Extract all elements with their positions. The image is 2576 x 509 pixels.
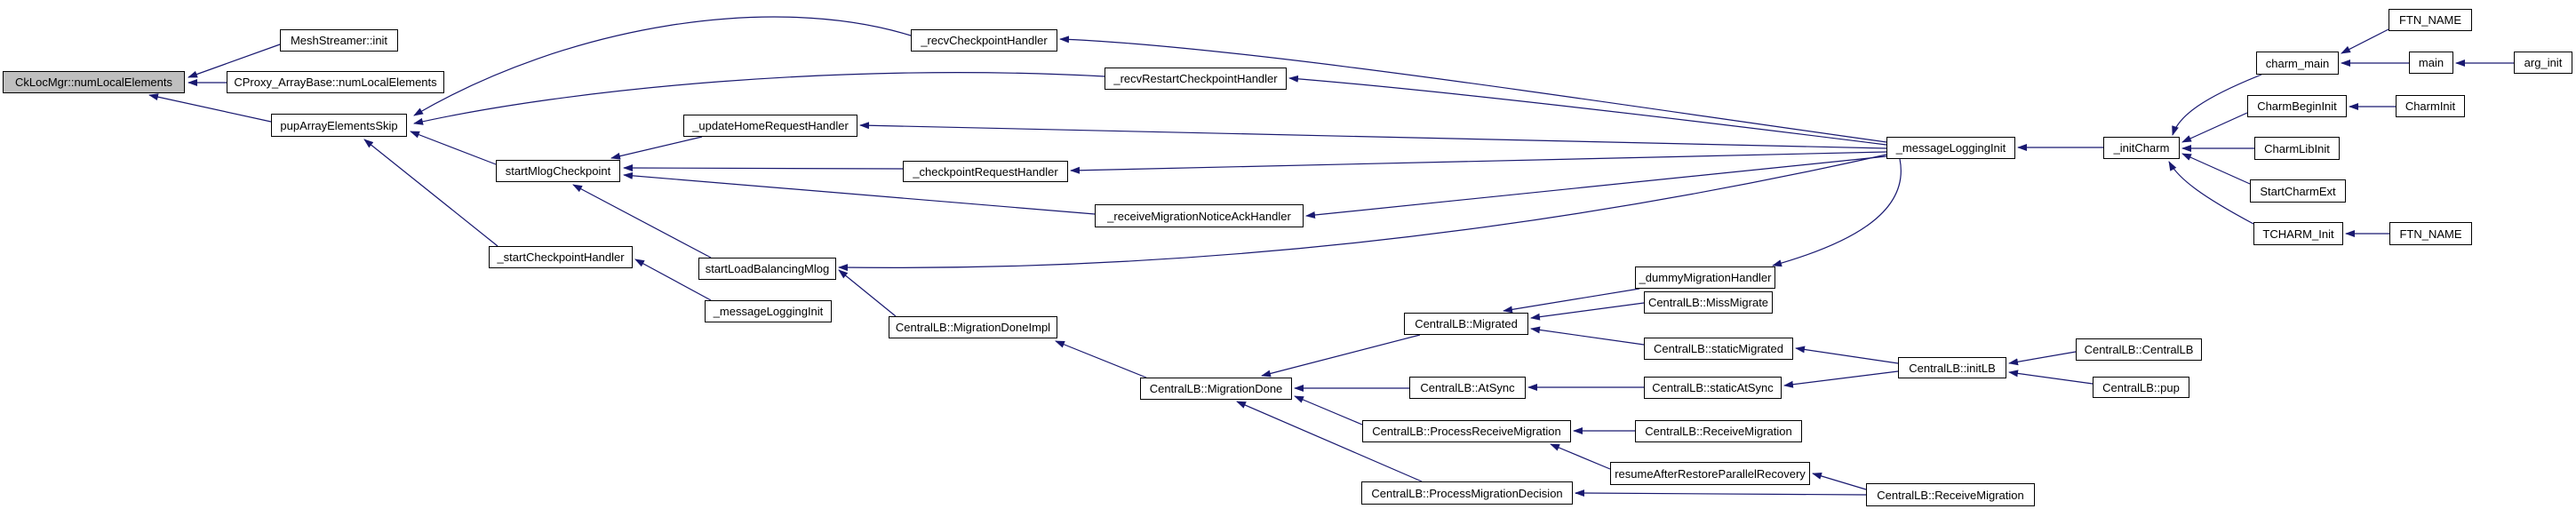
graph-edge: [1294, 395, 1363, 425]
graph-edge: [859, 122, 1887, 149]
graph-node-startcharmext[interactable]: StartCharmExt: [2250, 179, 2346, 203]
graph-edge: [2008, 351, 2077, 366]
graph-node-migrationdoneimpl[interactable]: CentralLB::MigrationDoneImpl: [889, 316, 1057, 338]
graph-edge: [623, 171, 1096, 215]
graph-node-recvcheckpointhandler[interactable]: _recvCheckpointHandler: [911, 29, 1057, 52]
graph-edge: [1575, 489, 1867, 497]
graph-node-updatehomerequesthandler[interactable]: _updateHomeRequestHandler: [683, 115, 857, 137]
graph-node-startloadbalancingmlog[interactable]: startLoadBalancingMlog: [698, 258, 836, 280]
graph-node-charminit[interactable]: CharmInit: [2396, 95, 2465, 117]
graph-node-resumeafterrestoreparallelrecovery[interactable]: resumeAfterRestoreParallelRecovery: [1610, 462, 1810, 485]
graph-edge: [2341, 28, 2389, 54]
graph-node-initcharm[interactable]: _initCharm: [2103, 137, 2180, 159]
graph-edge: [572, 184, 712, 258]
graph-edge: [2168, 161, 2254, 225]
graph-node-atsync[interactable]: CentralLB::AtSync: [1409, 377, 1526, 399]
graph-edge: [1772, 158, 1902, 267]
graph-edge: [1288, 75, 1887, 146]
graph-node-dummymigrationhandler[interactable]: _dummyMigrationHandler: [1635, 266, 1775, 289]
graph-node-receivemigrationnoticeackhandler[interactable]: _receiveMigrationNoticeAckHandler: [1095, 204, 1304, 227]
graph-node-startmlogcheckpoint[interactable]: startMlogCheckpoint: [496, 160, 620, 182]
graph-node-centrallb-pup[interactable]: CentralLB::pup: [2093, 377, 2189, 398]
graph-node-charmbegininit[interactable]: CharmBeginInit: [2247, 95, 2347, 117]
graph-edge: [1055, 340, 1147, 378]
graph-node-charm-main[interactable]: charm_main: [2256, 52, 2339, 75]
graph-node-messagelogginginit-left[interactable]: _messageLoggingInit: [705, 300, 832, 322]
graph-edge: [148, 93, 272, 123]
graph-edge: [410, 131, 497, 165]
graph-node-receivemigration-top[interactable]: CentralLB::ReceiveMigration: [1635, 420, 1802, 442]
graph-node-ftn-name-top[interactable]: FTN_NAME: [2389, 9, 2472, 31]
graph-edge: [838, 269, 897, 317]
graph-edge: [1305, 155, 1887, 219]
graph-edge: [1530, 326, 1645, 346]
graph-edge: [2181, 112, 2248, 143]
graph-node-initlb[interactable]: CentralLB::initLB: [1898, 357, 2006, 378]
graph-node-staticatsync[interactable]: CentralLB::staticAtSync: [1644, 377, 1782, 399]
graph-edge: [1795, 346, 1899, 364]
graph-edge: [1059, 36, 1887, 143]
graph-edge: [623, 164, 904, 172]
graph-edge: [2172, 74, 2262, 136]
graph-edge: [363, 139, 498, 247]
graph-edge: [413, 16, 912, 116]
graph-edge: [187, 44, 281, 78]
graph-node-startcheckpointhandler[interactable]: _startCheckpointHandler: [489, 246, 633, 268]
graph-node-messagelogginginit-right[interactable]: _messageLoggingInit: [1886, 137, 2015, 159]
graph-edge: [610, 136, 703, 160]
graph-node-cklocmgr-numlocalelements[interactable]: CkLocMgr::numLocalElements: [3, 71, 185, 93]
graph-node-checkpointrequesthandler[interactable]: _checkpointRequestHandler: [903, 161, 1068, 182]
graph-node-receivemigration-bottom[interactable]: CentralLB::ReceiveMigration: [1866, 483, 2035, 506]
graph-edge: [2008, 370, 2093, 385]
graph-edge: [1530, 302, 1645, 321]
graph-edge: [634, 258, 712, 301]
graph-node-puparrayelementsskip[interactable]: pupArrayElementsSkip: [271, 114, 407, 137]
graph-node-tcharm-init[interactable]: TCHARM_Init: [2253, 222, 2343, 245]
graph-node-charmlibinit[interactable]: CharmLibInit: [2254, 137, 2340, 160]
graph-edge: [1236, 401, 1423, 482]
graph-node-migrated[interactable]: CentralLB::Migrated: [1404, 313, 1528, 335]
graph-edge: [1070, 151, 1887, 174]
graph-edge: [2181, 153, 2251, 185]
graph-edge: [1503, 288, 1640, 314]
graph-node-meshstreamer-init[interactable]: MeshStreamer::init: [280, 29, 398, 52]
graph-node-migrationdone[interactable]: CentralLB::MigrationDone: [1140, 378, 1292, 400]
graph-edge: [413, 72, 1105, 125]
graph-edge: [1812, 473, 1867, 490]
graph-node-missmigrate[interactable]: CentralLB::MissMigrate: [1644, 291, 1773, 314]
edge-group: [148, 16, 2514, 497]
graph-node-staticmigrated[interactable]: CentralLB::staticMigrated: [1644, 338, 1793, 360]
graph-edge: [838, 154, 1887, 272]
graph-node-processmigrationdecision[interactable]: CentralLB::ProcessMigrationDecision: [1361, 481, 1573, 505]
graph-node-recvrestartcheckpointhandler[interactable]: _recvRestartCheckpointHandler: [1105, 68, 1287, 90]
graph-node-arg-init[interactable]: arg_init: [2514, 52, 2572, 74]
graph-edge: [1783, 370, 1899, 388]
graph-node-ftn-name-bottom[interactable]: FTN_NAME: [2389, 222, 2472, 245]
graph-edge: [1261, 334, 1421, 378]
graph-node-main[interactable]: main: [2409, 52, 2453, 74]
graph-node-centrallb-centrallb[interactable]: CentralLB::CentralLB: [2076, 338, 2202, 361]
graph-node-processreceivemigration[interactable]: CentralLB::ProcessReceiveMigration: [1362, 420, 1571, 442]
graph-edge: [1550, 443, 1611, 470]
graph-node-cproxy-arraybase-numlocalelements[interactable]: CProxy_ArrayBase::numLocalElements: [227, 71, 444, 93]
